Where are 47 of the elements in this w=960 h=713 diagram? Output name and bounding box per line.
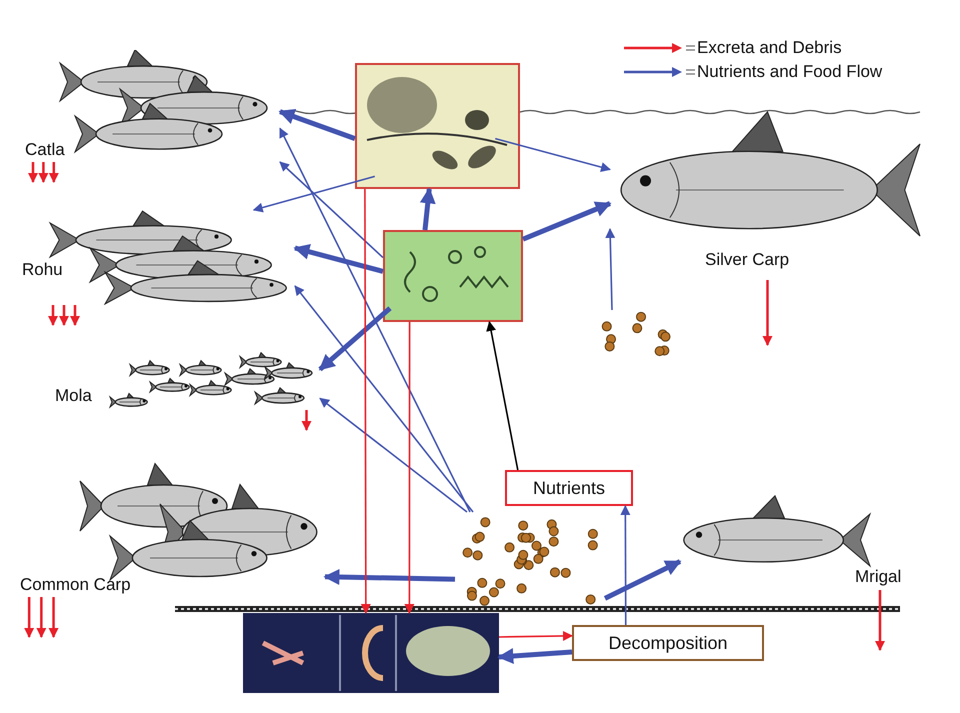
arrow <box>486 321 519 470</box>
species-label: Catla <box>25 140 65 160</box>
arrow <box>302 410 312 431</box>
box-label: Nutrients <box>532 478 606 498</box>
arrow <box>420 187 436 230</box>
benthos-photo <box>243 613 499 693</box>
arrow <box>294 285 474 512</box>
species-label: Silver Carp <box>705 250 790 270</box>
arrow <box>498 630 573 641</box>
arrow <box>605 228 616 310</box>
arrow <box>762 280 772 346</box>
species-label: Rohu <box>22 260 63 280</box>
arrow <box>522 201 612 242</box>
species-label: Common Carp <box>20 575 131 595</box>
arrow <box>70 305 80 326</box>
arrow <box>59 305 69 326</box>
species-label: Mrigal <box>855 567 902 587</box>
microscope-photo <box>355 63 520 189</box>
arrow <box>252 176 376 212</box>
arrow <box>279 161 384 258</box>
microscope-photo <box>383 230 523 322</box>
arrow <box>495 138 611 172</box>
arrow <box>318 306 392 372</box>
arrow <box>620 505 630 625</box>
arrow <box>604 559 682 601</box>
species-label: Mola <box>55 386 92 406</box>
arrow <box>360 189 371 614</box>
arrow <box>28 162 38 183</box>
legend-label: Excreta and Debris <box>697 38 842 58</box>
arrow <box>293 244 384 274</box>
arrow <box>404 322 414 614</box>
arrow <box>497 648 572 664</box>
arrow <box>48 597 59 638</box>
arrow <box>36 597 46 638</box>
box-label: Decomposition <box>608 632 728 654</box>
arrow <box>24 597 34 638</box>
arrow <box>875 590 885 651</box>
arrow <box>278 108 356 141</box>
arrow <box>319 398 468 513</box>
legend-label: Nutrients and Food Flow <box>697 62 882 82</box>
arrow <box>279 128 471 512</box>
arrow <box>38 162 48 183</box>
process-box <box>505 470 633 506</box>
arrow <box>323 569 456 586</box>
process-box <box>572 625 764 661</box>
arrow <box>48 305 58 326</box>
arrow <box>48 162 59 183</box>
